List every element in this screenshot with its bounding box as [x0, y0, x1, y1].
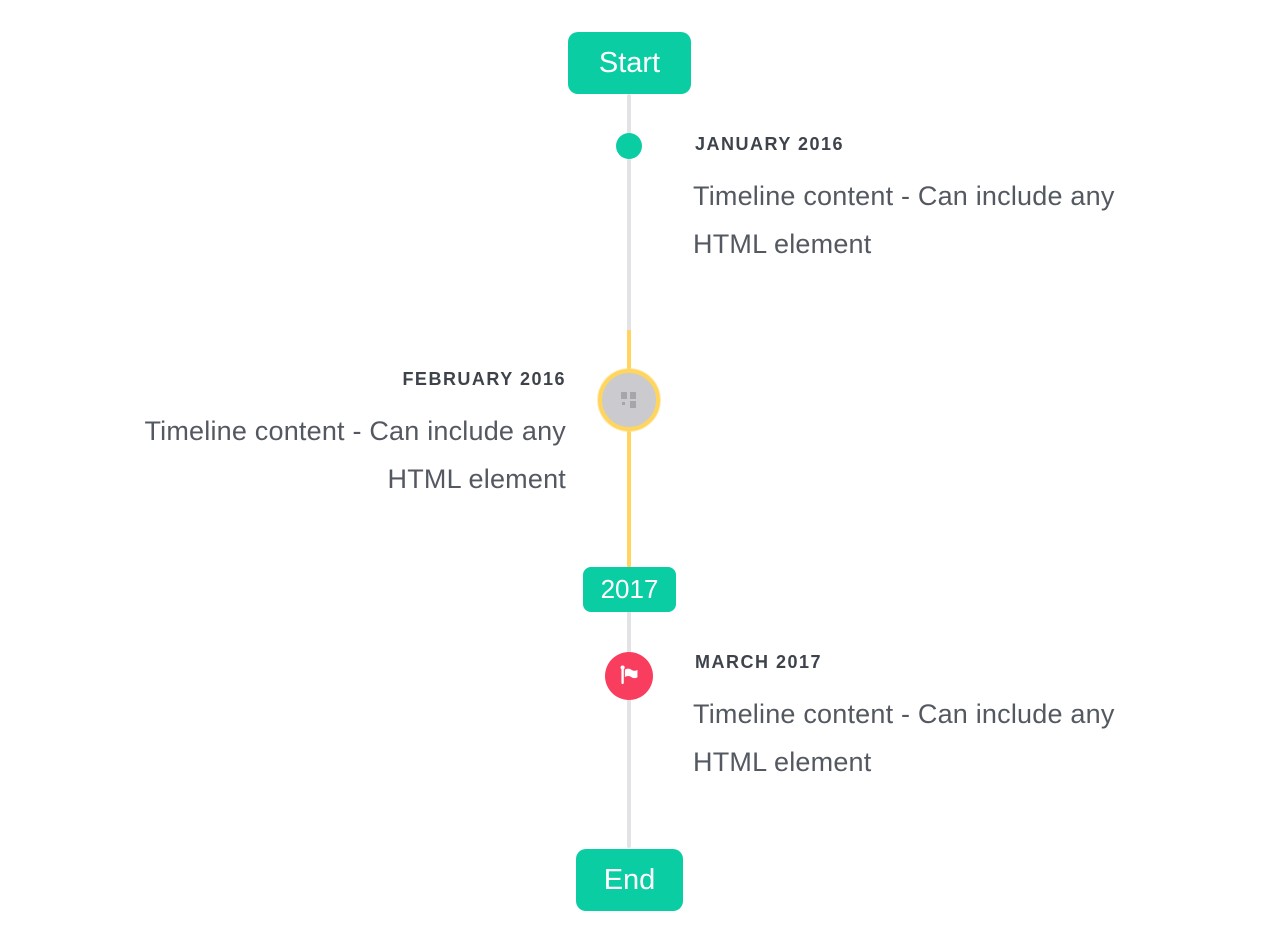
- item-content-line: HTML element: [693, 229, 872, 259]
- broken-image-icon: [619, 391, 639, 409]
- item-content: Timeline content - Can include any HTML …: [693, 172, 1233, 268]
- item-title-january-2016: JANUARY 2016: [695, 134, 845, 154]
- item-content-line: HTML element: [693, 747, 872, 777]
- flag-icon: [620, 665, 638, 685]
- timeline-line-highlight: [627, 330, 631, 567]
- item-title-march-2017: MARCH 2017: [695, 652, 823, 672]
- item-content-line: Timeline content - Can include any: [693, 699, 1115, 729]
- item-title-february-2016: FEBRUARY 2016: [402, 369, 566, 389]
- image-marker: [598, 369, 660, 431]
- item-content-line: Timeline content - Can include any: [693, 181, 1115, 211]
- flag-marker: [605, 652, 653, 700]
- dot-marker: [616, 133, 642, 159]
- item-content-line: HTML element: [387, 464, 566, 494]
- year-badge[interactable]: 2017: [583, 567, 676, 612]
- item-content: Timeline content - Can include any HTML …: [693, 690, 1233, 786]
- start-button[interactable]: Start: [568, 32, 691, 94]
- item-content: Timeline content - Can include any HTML …: [26, 407, 566, 503]
- end-button[interactable]: End: [576, 849, 683, 911]
- item-content-line: Timeline content - Can include any: [144, 416, 566, 446]
